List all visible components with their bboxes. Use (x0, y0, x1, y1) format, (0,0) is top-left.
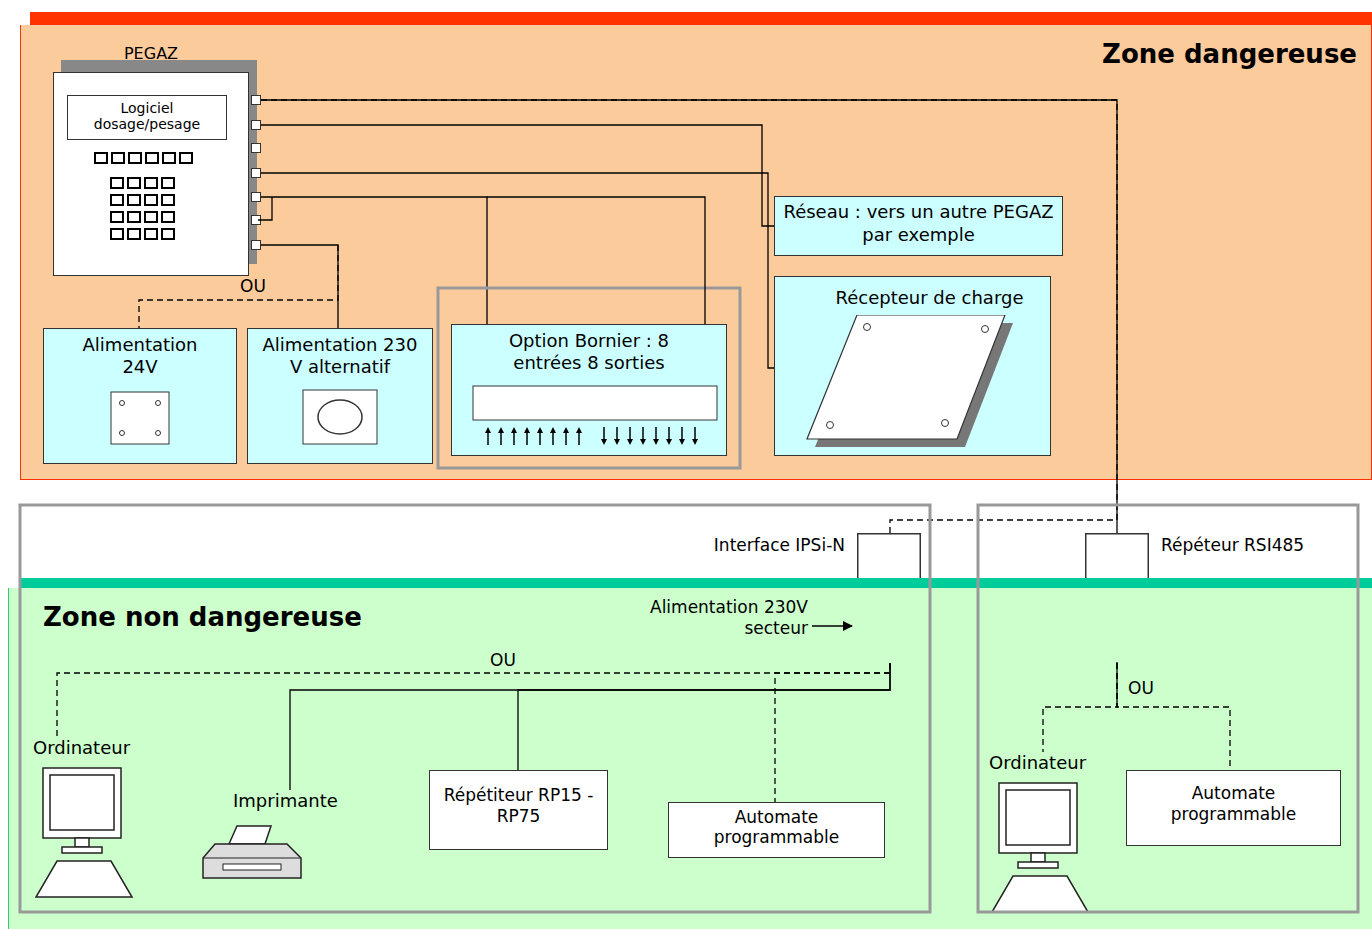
node-text: Réseau : vers un autre PEGAZ par exemple (775, 197, 1062, 246)
load-receptor (805, 315, 1015, 449)
node-text: Automate programmable (1149, 771, 1319, 826)
node-text: Alimentation 230 V alternatif (248, 329, 432, 377)
node-text: Répétiteur RP15 - RP75 (430, 771, 607, 828)
port (251, 120, 261, 130)
node-text: Logiciel dosage/pesage (68, 96, 226, 132)
power-box: Alimentation 230 V alternatif (247, 328, 433, 464)
power-box: Alimentation 24V (43, 328, 237, 464)
computer-icon (991, 782, 1091, 914)
plc-box: Automate programmable (668, 802, 885, 858)
computer-icon (35, 767, 135, 899)
node-text: Ordinateur (31, 737, 141, 758)
port (251, 168, 261, 178)
node-text: Ordinateur (987, 752, 1097, 773)
printer: Imprimante (201, 790, 333, 888)
port (251, 95, 261, 105)
software-box: Logiciel dosage/pesage (67, 95, 227, 140)
note-label: OU (490, 650, 516, 670)
note-label: Alimentation 230V secteur (600, 597, 808, 640)
pegaz-unit: PEGAZ Logiciel dosage/pesage (53, 40, 261, 276)
node-text: Automate programmable (692, 803, 862, 848)
network-box: Réseau : vers un autre PEGAZ par exemple (774, 196, 1063, 256)
terminal-block (472, 385, 718, 447)
note-label: OU (240, 276, 266, 296)
node-text: Imprimante (201, 790, 333, 811)
printer-icon (201, 822, 305, 886)
danger-strip (30, 12, 1372, 25)
danger-zone: Zone dangereusePEGAZ Logiciel dosage/pesa… (20, 25, 1372, 480)
node-text: Récepteur de charge (775, 277, 1050, 308)
port (251, 143, 261, 153)
option-box: Option Bornier : 8 entrées 8 sorties (451, 324, 727, 456)
node-text: Répéteur RSI485 (1161, 535, 1361, 555)
plc-box: Automate programmable (1126, 770, 1341, 846)
note-label: OU (1128, 678, 1154, 698)
node-text: Interface IPSi-N (645, 535, 845, 555)
display-box: Répétiteur RP15 - RP75 (429, 770, 608, 850)
node-text: PEGAZ (53, 40, 249, 63)
power-socket (302, 389, 378, 445)
node-text: Zone dangereuse (21, 25, 1371, 69)
safe-strip (20, 578, 1372, 588)
power-module (110, 391, 170, 445)
port (251, 192, 261, 202)
load-receptor-box: Récepteur de charge (774, 276, 1051, 456)
safe-zone: Zone non dangereuseOrdinateurImprimanteR… (8, 588, 1372, 929)
computer: Ordinateur (31, 737, 141, 899)
node-text: Alimentation 24V (44, 329, 236, 377)
port (251, 215, 261, 225)
keypad (93, 152, 203, 252)
port (251, 240, 261, 250)
node-text: Option Bornier : 8 entrées 8 sorties (479, 325, 699, 373)
computer: Ordinateur (987, 752, 1097, 914)
